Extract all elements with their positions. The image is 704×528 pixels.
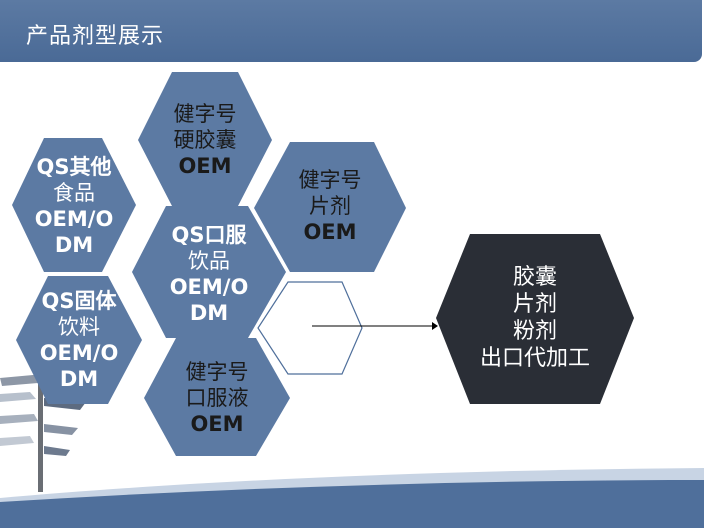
qs-solid-drink-line-2: 饮料 — [58, 315, 100, 339]
qs-other-food-tag-2: DM — [54, 233, 94, 257]
hard-capsule-line-1: 健字号 — [173, 102, 237, 126]
hex-qs-other-food — [12, 138, 136, 272]
export-line-3: 粉剂 — [512, 319, 557, 344]
tablet-line-1: 健字号 — [298, 168, 362, 192]
title-bar: 产品剂型展示 — [0, 0, 702, 62]
hex-label-export: 胶囊 片剂 粉剂 出口代加工 — [436, 258, 634, 378]
tablet-tag: OEM — [303, 220, 357, 244]
qs-other-food-tag-1: OEM/O — [34, 207, 114, 231]
hex-label-qs-solid-drink: QS固体 饮料 OEM/O DM — [16, 284, 142, 396]
export-line-2: 片剂 — [512, 292, 557, 317]
hex-outline-empty — [257, 281, 363, 375]
qs-oral-drink-line-2: 饮品 — [188, 249, 230, 273]
hex-label-oral-liquid: 健字号 口服液 OEM — [144, 354, 290, 442]
connector-arrow-head — [432, 322, 438, 330]
qs-solid-drink-line-1: QS固体 — [41, 289, 117, 313]
hex-export — [436, 234, 634, 404]
hex-oral-liquid — [144, 338, 290, 456]
hex-label-qs-other-food: QS其他 食品 OEM/O DM — [12, 148, 136, 264]
slide-title: 产品剂型展示 — [26, 24, 165, 49]
hard-capsule-tag: OEM — [178, 154, 232, 178]
hex-tablet — [254, 142, 406, 272]
hex-qs-oral-drink — [132, 206, 286, 338]
export-line-4: 出口代加工 — [479, 346, 590, 371]
oral-liquid-line-2: 口服液 — [185, 386, 249, 410]
qs-oral-drink-tag-1: OEM/O — [169, 275, 249, 299]
hex-label-tablet: 健字号 片剂 OEM — [254, 162, 406, 250]
hard-capsule-line-2: 硬胶囊 — [173, 128, 237, 152]
oral-liquid-tag: OEM — [190, 412, 244, 436]
qs-oral-drink-line-1: QS口服 — [171, 223, 247, 247]
qs-solid-drink-tag-1: OEM/O — [39, 341, 119, 365]
hex-hard-capsule — [138, 72, 272, 206]
hex-label-hard-capsule: 健字号 硬胶囊 OEM — [138, 96, 272, 184]
export-line-1: 胶囊 — [512, 265, 557, 290]
footer-wave — [0, 468, 704, 528]
hex-qs-solid-drink — [16, 276, 142, 404]
qs-oral-drink-tag-2: DM — [189, 301, 229, 325]
qs-other-food-line-2: 食品 — [53, 181, 95, 205]
oral-liquid-line-1: 健字号 — [185, 360, 249, 384]
hex-label-qs-oral-drink: QS口服 饮品 OEM/O DM — [132, 216, 286, 332]
qs-solid-drink-tag-2: DM — [59, 367, 99, 391]
tablet-line-2: 片剂 — [309, 194, 351, 218]
qs-other-food-line-1: QS其他 — [36, 155, 112, 179]
